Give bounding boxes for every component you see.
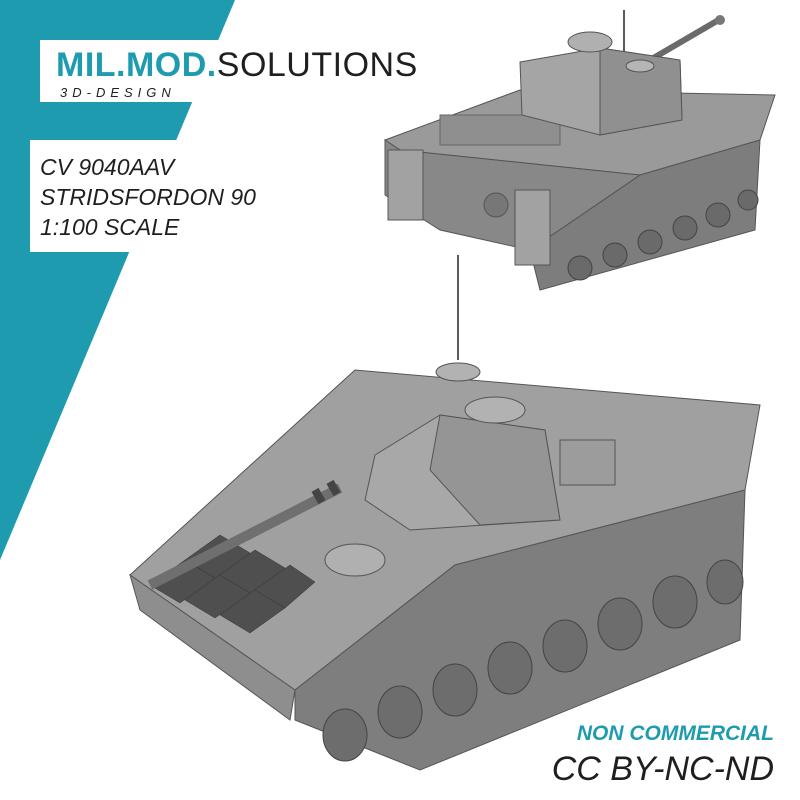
brand-name: MIL.MOD.SOLUTIONS bbox=[56, 46, 418, 84]
brand-name-part2: SOLUTIONS bbox=[216, 46, 418, 84]
license-type: NON COMMERCIAL bbox=[576, 722, 774, 745]
brand-name-part1: MIL.MOD. bbox=[56, 46, 217, 84]
model-spec: CV 9040AAV STRIDSFORDON 90 1:100 SCALE bbox=[30, 140, 270, 252]
brand-logo: MIL.MOD.SOLUTIONS 3D-DESIGN bbox=[40, 40, 417, 102]
brand-subtitle: 3D-DESIGN bbox=[60, 85, 176, 100]
license-code: CC BY-NC-ND bbox=[551, 750, 774, 788]
model-scale: 1:100 SCALE bbox=[40, 214, 180, 240]
model-designation: CV 9040AAV bbox=[40, 154, 175, 180]
model-name: STRIDSFORDON 90 bbox=[40, 184, 256, 210]
